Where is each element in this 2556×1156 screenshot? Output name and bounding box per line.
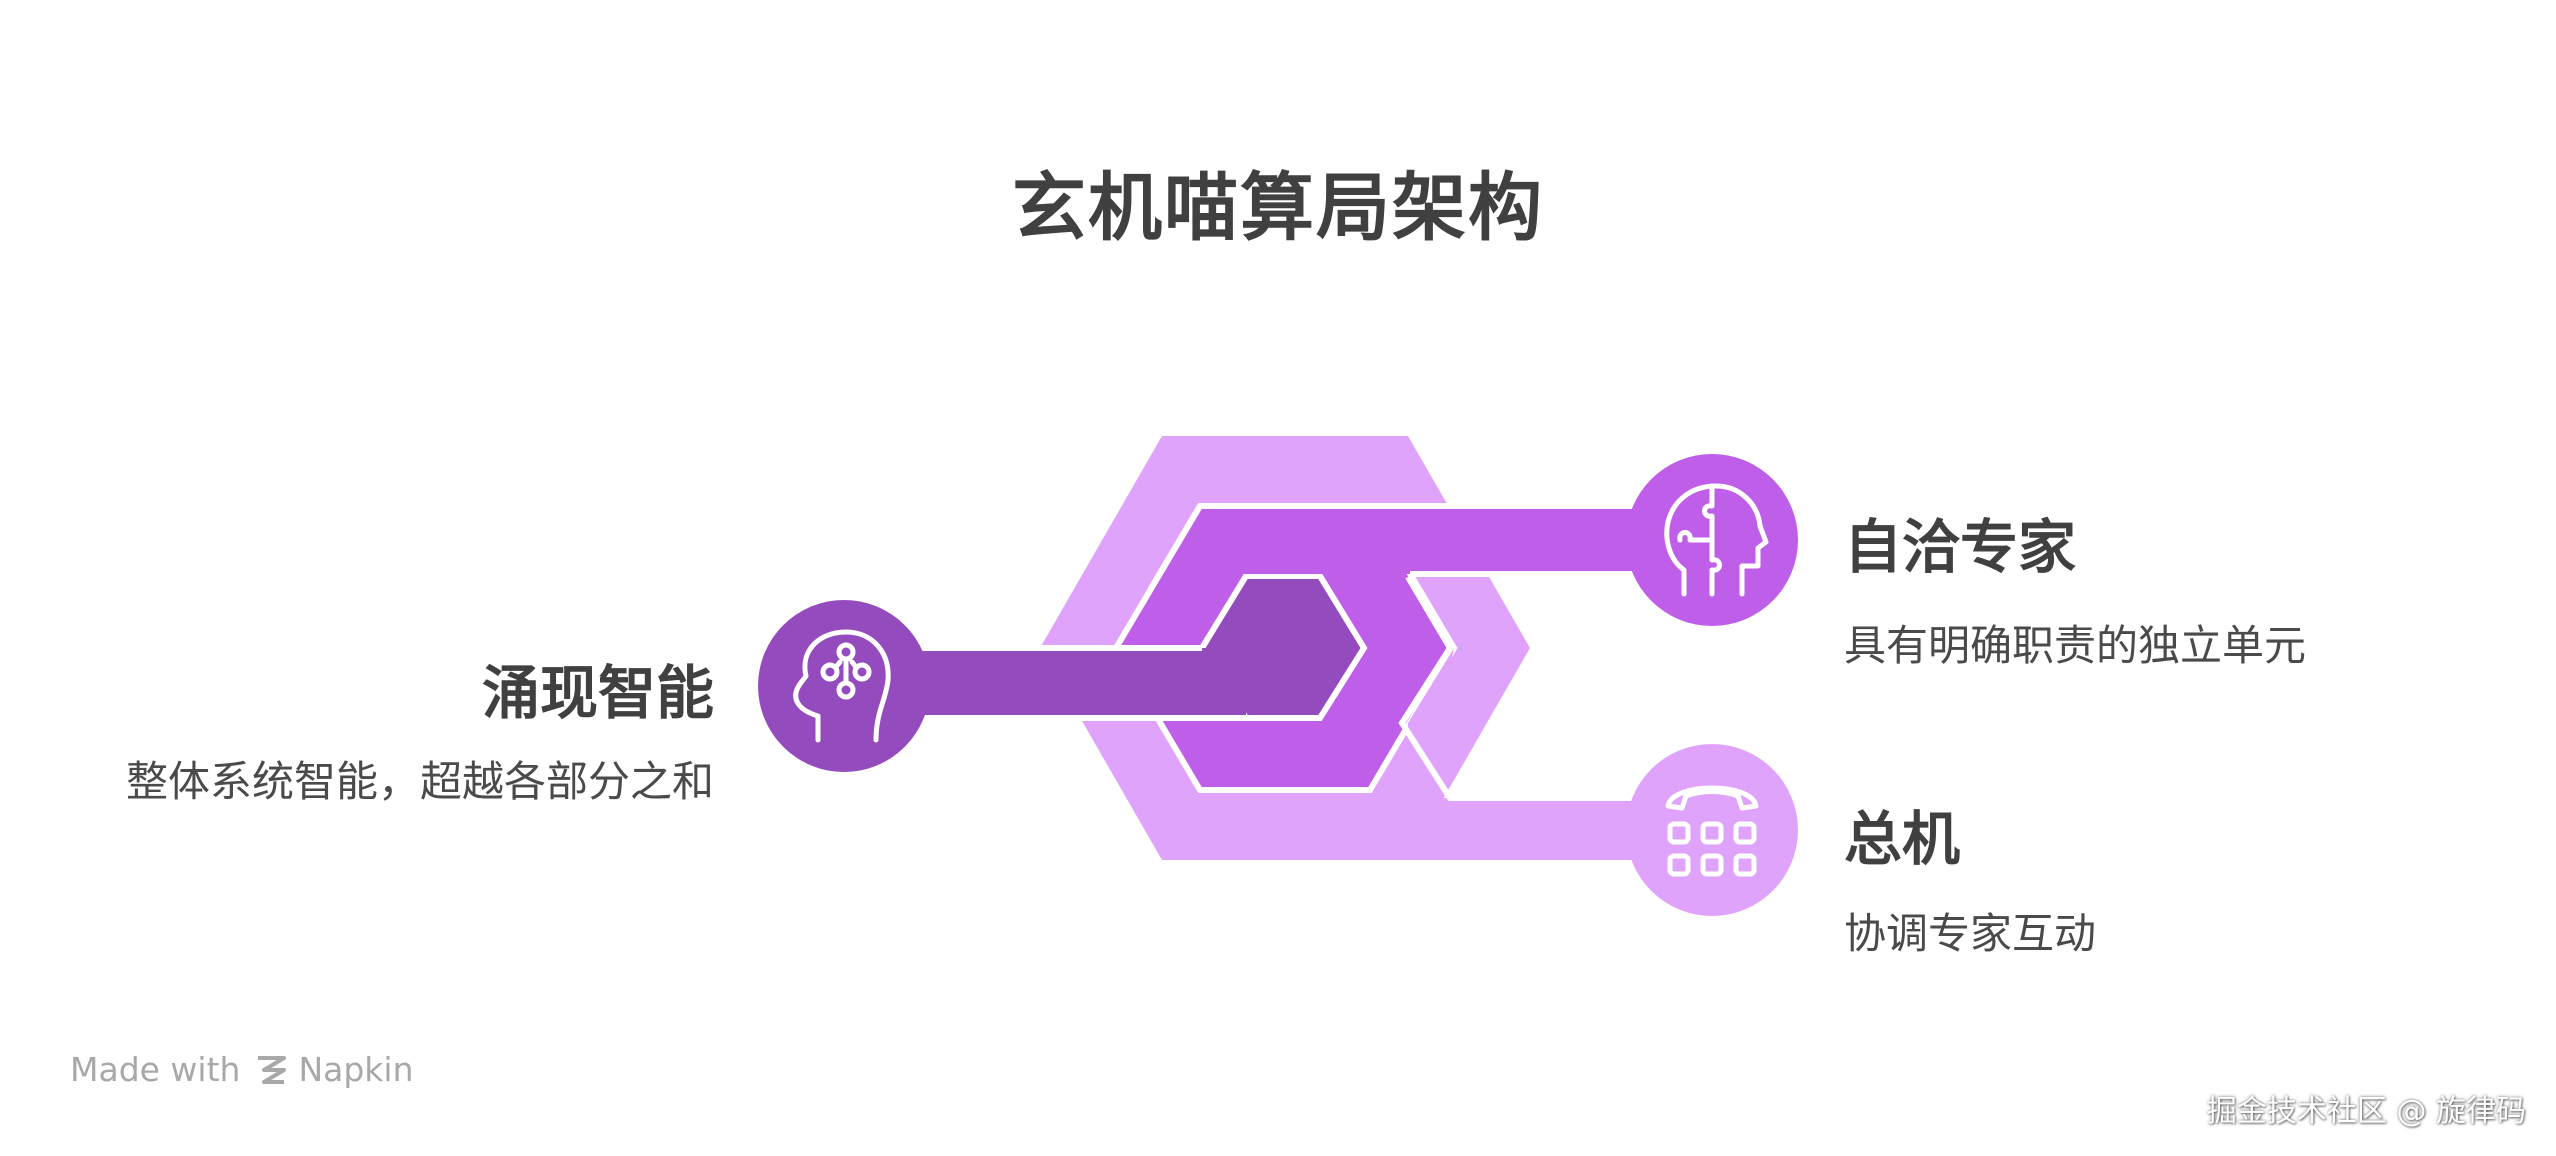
expert-heading: 自洽专家 [1844, 513, 2077, 581]
watermark: 掘金技术社区 @ 旋律码 [2206, 1094, 2526, 1129]
expert-description: 具有明确职责的独立单元 [1844, 621, 2307, 670]
switchboard-heading: 总机 [1844, 805, 1961, 873]
node-switchboard-circle [1626, 744, 1798, 916]
made-with-footer[interactable]: Made with Napkin [70, 1050, 414, 1089]
telephone-keypad-icon [1665, 785, 1759, 877]
page-title: 玄机喵算局架构 [1012, 165, 1544, 251]
node-emergent-circle [758, 600, 930, 772]
made-with-label: Made with [70, 1050, 241, 1089]
napkin-brand-label: Napkin [298, 1050, 414, 1089]
emergent-description: 整体系统智能，超越各部分之和 [125, 757, 714, 806]
head-circuit-icon [793, 629, 891, 743]
napkin-logo-icon [258, 1055, 287, 1084]
head-puzzle-icon [1664, 483, 1769, 597]
emergent-heading: 涌现智能 [481, 659, 714, 727]
connector-expert [1200, 506, 1700, 574]
switchboard-description: 协调专家互动 [1844, 909, 2097, 958]
cut-line-expert [1147, 503, 1640, 592]
connector-switchboard [1408, 648, 1700, 860]
cut-line-switchboard [1398, 575, 1640, 801]
